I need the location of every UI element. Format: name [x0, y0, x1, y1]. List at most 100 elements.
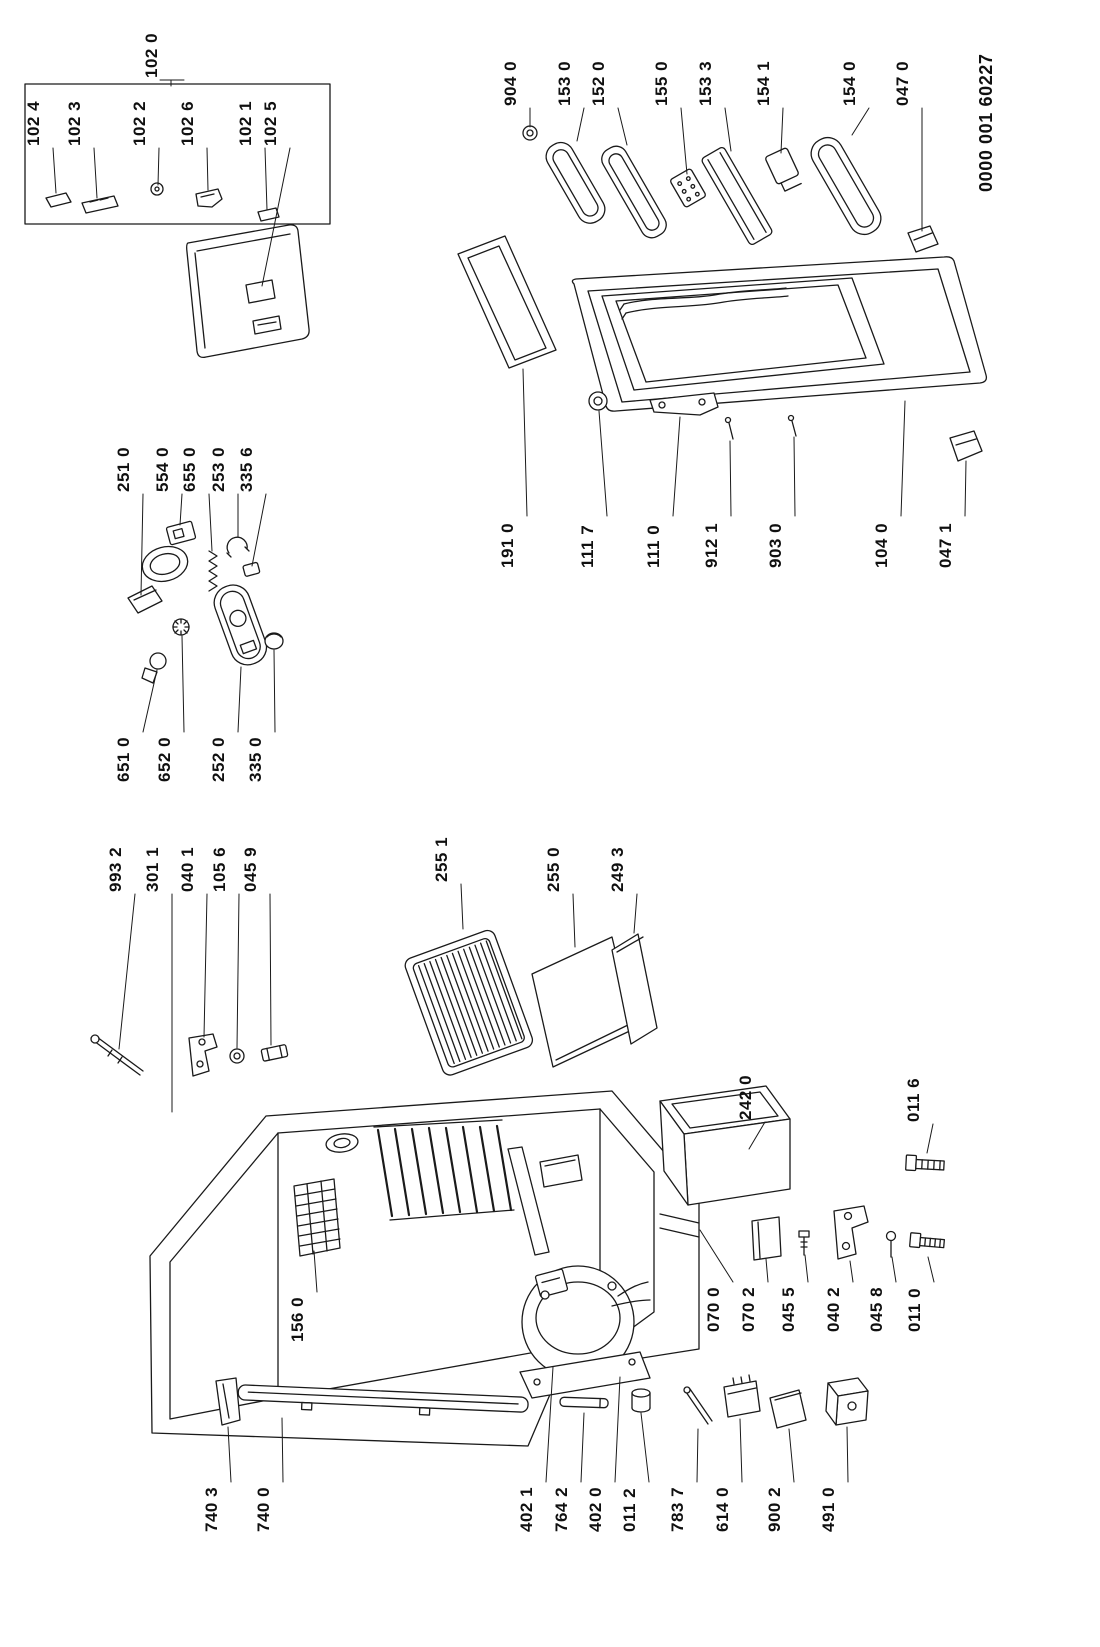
drawing-wire-condenser-grid	[293, 1178, 341, 1257]
drawing-inner-door-panel	[186, 224, 310, 359]
drawing-hinge-plate	[649, 392, 719, 416]
part-label-993-2: 993 2	[106, 846, 125, 892]
part-label-040-2: 040 2	[824, 1286, 843, 1332]
drawing-clip-335-6	[242, 561, 261, 577]
drawing-door-handle-1	[545, 141, 606, 224]
drawing-bracket-040-2	[833, 1205, 869, 1260]
part-label-251-0: 251 0	[114, 446, 133, 492]
part-label-614-0: 614 0	[713, 1486, 732, 1532]
part-label-152-0: 152 0	[589, 60, 608, 106]
part-label-040-1: 040 1	[178, 846, 197, 892]
part-label-301-1: 301 1	[143, 846, 162, 892]
drawing-lamp-bulb	[141, 652, 167, 684]
drawing-round-plug	[150, 182, 164, 196]
part-label-912-1: 912 1	[702, 522, 721, 568]
part-label-242-0: 242 0	[736, 1074, 755, 1120]
part-label-783-7: 783 7	[668, 1486, 687, 1532]
drawing-knob-cap	[264, 632, 284, 650]
part-label-011-6: 011 6	[904, 1077, 923, 1122]
part-label-155-0: 155 0	[652, 60, 671, 106]
part-label-111-0: 111 0	[644, 524, 663, 568]
drawing-thermometer-tool	[90, 1034, 144, 1076]
inner-door-group-box	[24, 79, 331, 225]
part-label-154-1: 154 1	[754, 60, 773, 106]
drawing-tube-764	[559, 1396, 609, 1409]
part-label-491-0: 491 0	[819, 1486, 838, 1532]
part-label-153-0: 153 0	[555, 60, 574, 106]
drawing-handle-trim	[701, 147, 773, 245]
part-label-011-0: 011 0	[905, 1287, 924, 1332]
drawing-capillary-tube	[683, 1386, 713, 1425]
part-label-011-2: 011 2	[620, 1487, 639, 1532]
part-label-102-5: 102 5	[261, 100, 280, 146]
drawing-end-cap-top	[907, 225, 939, 253]
drawing-compressor	[519, 1265, 651, 1399]
part-label-402-0: 402 0	[586, 1486, 605, 1532]
part-label-045-9: 045 9	[241, 846, 260, 892]
part-label-252-0: 252 0	[209, 736, 228, 782]
part-label-045-5: 045 5	[779, 1286, 798, 1332]
drawing-door-handle-3	[810, 136, 882, 236]
part-label-652-0: 652 0	[155, 736, 174, 782]
part-label-903-0: 903 0	[766, 522, 785, 568]
drawing-terminal-box-491	[825, 1377, 869, 1426]
drawing-fuse-sleeve	[260, 1044, 289, 1062]
part-label-655-0: 655 0	[180, 446, 199, 492]
part-label-249-3: 249 3	[608, 846, 627, 892]
drawing-shelf-trim-strip	[611, 933, 658, 1045]
part-label-253-0: 253 0	[209, 446, 228, 492]
part-label-102-0: 102 0	[142, 32, 161, 78]
part-label-740-0: 740 0	[254, 1486, 273, 1532]
drawing-wire-shelf	[404, 929, 534, 1076]
part-label-402-1: 402 1	[517, 1486, 536, 1532]
drawing-clip-small	[257, 207, 280, 222]
drawing-slotted-trim	[81, 195, 119, 214]
drawing-clamp-ring	[226, 536, 250, 558]
drawing-crisper-drawer	[659, 1085, 791, 1206]
part-label-102-2: 102 2	[130, 100, 149, 146]
part-label-102-1: 102 1	[236, 100, 255, 146]
drawing-lamp-cover	[127, 585, 163, 614]
part-label-104-0: 104 0	[872, 522, 891, 568]
part-label-102-3: 102 3	[65, 100, 84, 146]
drawing-cover-plate-900	[769, 1389, 807, 1429]
part-label-102-4: 102 4	[24, 100, 43, 146]
part-label-047-0: 047 0	[893, 60, 912, 106]
part-label-554-0: 554 0	[153, 446, 172, 492]
drawing-spring	[208, 550, 218, 592]
drawing-knob-bezel	[141, 545, 189, 583]
drawing-screw-912	[724, 416, 734, 440]
part-label-764-2: 764 2	[552, 1486, 571, 1532]
drawing-vent-grid	[670, 168, 706, 208]
part-label-105-6: 105 6	[210, 846, 229, 892]
drawing-handle-bracket	[765, 147, 802, 192]
drawing-door-handle-2	[601, 145, 667, 239]
drawing-bolt-011-0	[909, 1232, 946, 1249]
part-label-900-2: 900 2	[765, 1486, 784, 1532]
part-label-255-1: 255 1	[432, 836, 451, 882]
part-label-335-0: 335 0	[246, 736, 265, 782]
part-label-335-6: 335 6	[237, 446, 256, 492]
part-label-191-0: 191 0	[498, 522, 517, 568]
part-label-102-6: 102 6	[178, 100, 197, 146]
part-label-070-0: 070 0	[704, 1286, 723, 1332]
drawing-mount-bracket	[165, 520, 197, 546]
drawing-trim-chip	[45, 192, 72, 208]
drawing-bolt-011-6	[905, 1154, 945, 1172]
document-number: 0000 001 60227	[976, 53, 996, 192]
drawing-nut	[229, 1048, 245, 1064]
drawing-screw-045-5	[798, 1230, 810, 1256]
drawing-flap-070	[751, 1216, 782, 1261]
drawing-base-rail	[237, 1384, 529, 1416]
part-label-156-0: 156 0	[288, 1296, 307, 1342]
part-label-070-2: 070 2	[739, 1286, 758, 1332]
part-label-904-0: 904 0	[501, 60, 520, 106]
drawing-hinge-bracket-040	[188, 1033, 218, 1077]
drawing-hinge-bushing	[588, 391, 608, 411]
drawing-glass-shelf	[531, 936, 635, 1068]
part-label-045-8: 045 8	[867, 1286, 886, 1332]
drawing-thermostat-housing	[213, 584, 268, 666]
drawing-door-inner-liner	[601, 277, 885, 391]
